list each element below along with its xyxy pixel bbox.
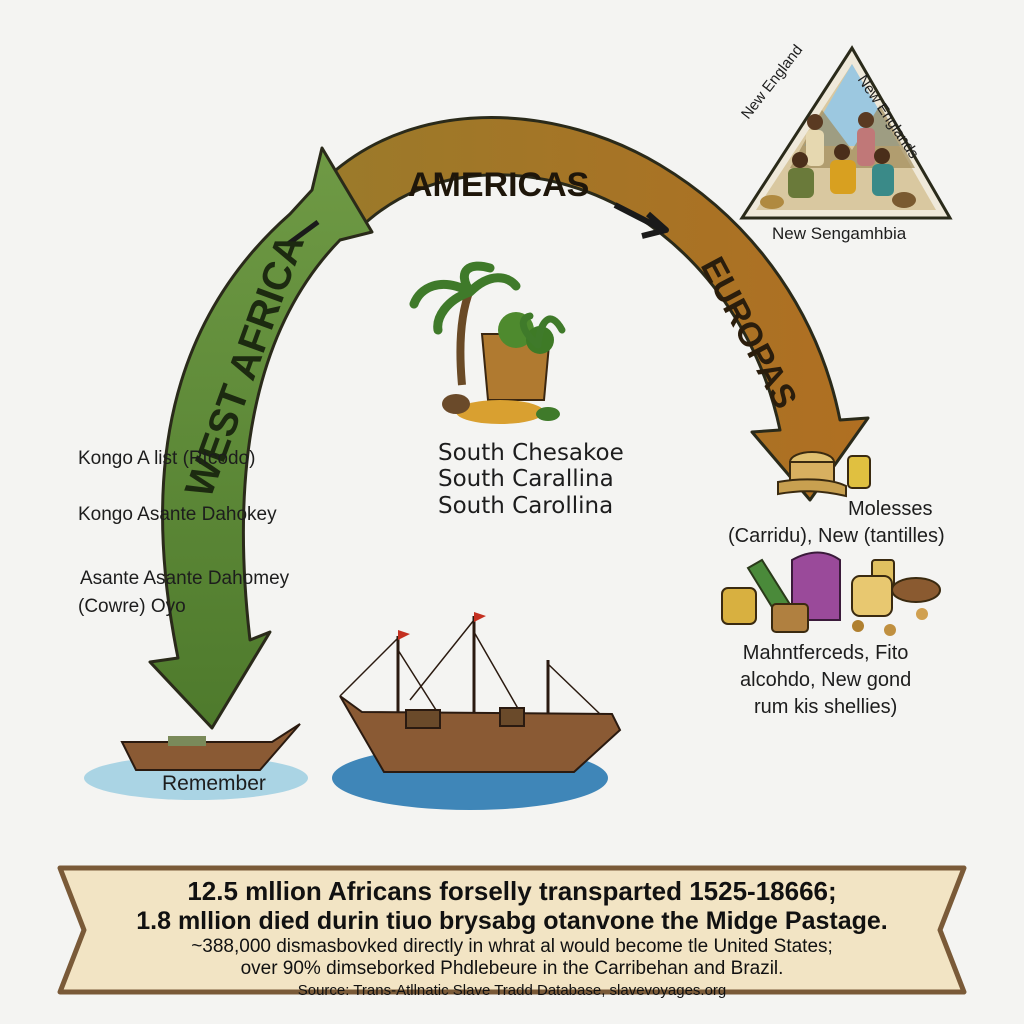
goods-bottom-line-2: alcohdo, New gond (740, 669, 912, 691)
banner-line-3: ~388,000 dismasbovked directly in whrat … (191, 936, 833, 957)
region-label-row-1: Kongo A list (Rtcodo) (78, 448, 256, 469)
region-label-row-2: Kongo Asante Dahokey (78, 504, 277, 525)
goods-bottom-line-3: rum kis shellies) (753, 696, 898, 718)
americas-label-2: South Carallina (438, 466, 614, 493)
goods-bottom-line-1: Mahntferceds, Fito (742, 642, 909, 664)
goods-bottom-labels: Mahntferceds, Fito alcohdo, New gond rum… (740, 640, 911, 721)
people-figures (760, 112, 916, 209)
statistics-banner (57, 865, 967, 995)
goods-top-line-2: (Carridu), New (tantilles) (728, 525, 945, 547)
region-label-row-3b: (Cowre) Oyo (78, 596, 186, 617)
americas-label-1: South Chesakoe (438, 440, 624, 466)
goods-top-illustration (777, 451, 871, 498)
region-label-row-3a: Asante Asante Dahomey (80, 568, 290, 589)
goods-bottom-illustration (721, 551, 941, 636)
west-africa-arrow (148, 146, 374, 730)
small-boat-illustration (84, 723, 308, 800)
banner-text: 12.5 mllion Africans forselly transparte… (92, 876, 932, 1002)
palm-crops-illustration (409, 261, 566, 424)
banner-line-2: 1.8 mllion died durin tiuo brysabg otanv… (136, 907, 888, 935)
ship-illustration (332, 612, 622, 810)
banner-source: Source: Trans-Atllnatic Slave Tradd Data… (297, 982, 727, 999)
boat-label: Remember (162, 772, 266, 795)
triangle-inset (739, 45, 953, 220)
goods-top-labels: Molesses (Carridu), New (tantilles) (728, 496, 945, 550)
goods-top-line-1: Molesses (848, 498, 933, 520)
americas-label-3: South Carollina (438, 492, 614, 519)
banner-line-4: over 90% dimseborked Phdlebeure in the C… (240, 958, 784, 979)
triangle-caption: New Sengamhbia (772, 224, 907, 243)
banner-line-1: 12.5 mllion Africans forselly transparte… (187, 876, 837, 906)
arrow-label-americas: AMERICAS (408, 166, 589, 204)
americas-region-labels: South Chesakoe South Carallina South Car… (438, 440, 624, 519)
